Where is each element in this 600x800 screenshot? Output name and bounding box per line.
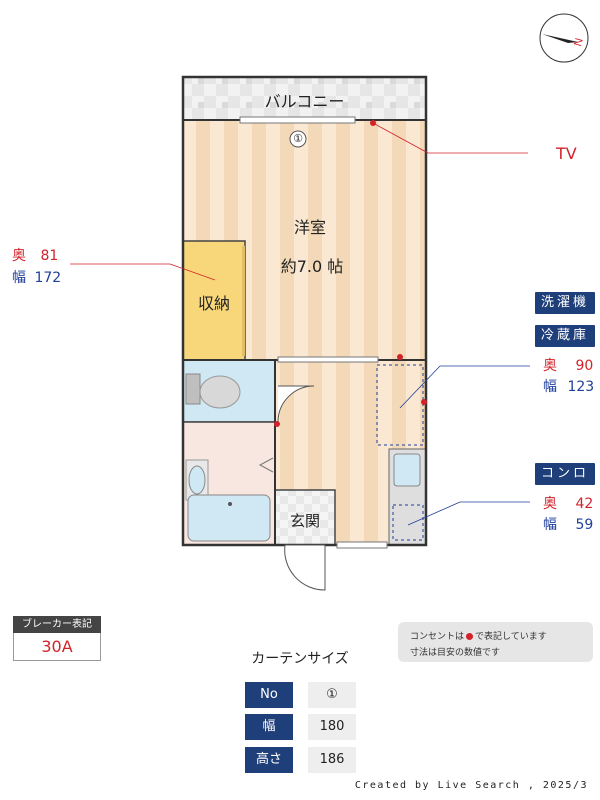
closet-width-value: 172 bbox=[34, 270, 62, 286]
fridge-tag: 冷蔵庫 bbox=[535, 325, 595, 347]
room-size-label: 約7.0 帖 bbox=[280, 257, 344, 276]
washer-depth: 奥 90 bbox=[543, 355, 593, 375]
stove-depth: 奥 42 bbox=[543, 493, 593, 513]
closet-depth: 奥 81 bbox=[12, 245, 58, 265]
stove-width-label: 幅 bbox=[543, 517, 557, 533]
washer-depth-value: 90 bbox=[575, 358, 594, 374]
bathtub bbox=[187, 494, 271, 542]
curtain-no-value: ① bbox=[308, 682, 356, 708]
entrance-area bbox=[274, 489, 336, 546]
closet-width-label: 幅 bbox=[12, 270, 26, 286]
washer-width-label: 幅 bbox=[543, 379, 557, 395]
breaker-title: ブレーカー表記 bbox=[13, 616, 101, 633]
closet-label: 収納 bbox=[197, 294, 230, 313]
stove-tag: コンロ bbox=[535, 463, 595, 485]
curtain-width-header: 幅 bbox=[245, 714, 293, 740]
curtain-height-header: 高さ bbox=[245, 747, 293, 773]
tv-label: TV bbox=[556, 144, 577, 163]
breaker-box: ブレーカー表記 30A bbox=[13, 616, 101, 661]
entrance-label: 玄関 bbox=[289, 512, 320, 530]
outlet-legend-icon bbox=[466, 633, 474, 640]
washer-depth-label: 奥 bbox=[543, 358, 557, 374]
curtain-height-value: 186 bbox=[308, 747, 356, 773]
curtain-title: カーテンサイズ bbox=[251, 651, 349, 667]
compass-n-label: N bbox=[572, 37, 586, 48]
closet-depth-value: 81 bbox=[40, 248, 59, 264]
stove-width: 幅 59 bbox=[543, 514, 593, 534]
closet-width: 幅 172 bbox=[12, 267, 61, 287]
note-line1-suffix: で表記しています bbox=[475, 632, 547, 642]
washer-tag: 洗濯機 bbox=[535, 292, 595, 314]
western-room-label: 洋室 bbox=[293, 218, 326, 237]
curtain-width-value: 180 bbox=[308, 714, 356, 740]
balcony-area bbox=[182, 76, 427, 121]
curtain-no-header: No bbox=[245, 682, 293, 708]
stove-depth-value: 42 bbox=[575, 496, 594, 512]
stove-space bbox=[392, 504, 424, 541]
stove-depth-label: 奥 bbox=[543, 496, 557, 512]
balcony-label: バルコニー bbox=[264, 92, 345, 111]
note-line1-prefix: コンセントは bbox=[410, 632, 465, 642]
note-box: コンセントはで表記しています 寸法は目安の数値です bbox=[398, 622, 593, 662]
compass: N bbox=[538, 12, 590, 64]
closet-depth-label: 奥 bbox=[12, 248, 26, 264]
washer-width-value: 123 bbox=[567, 379, 595, 395]
footer-credit: Created by Live Search , 2025/3 bbox=[354, 780, 588, 791]
washer-space bbox=[376, 364, 424, 446]
floor-plan bbox=[70, 75, 530, 591]
washer-width: 幅 123 bbox=[543, 376, 594, 396]
window-marker: ① bbox=[293, 132, 303, 145]
breaker-value: 30A bbox=[13, 633, 101, 661]
stove-width-value: 59 bbox=[575, 517, 594, 533]
note-line2: 寸法は目安の数値です bbox=[410, 648, 501, 658]
